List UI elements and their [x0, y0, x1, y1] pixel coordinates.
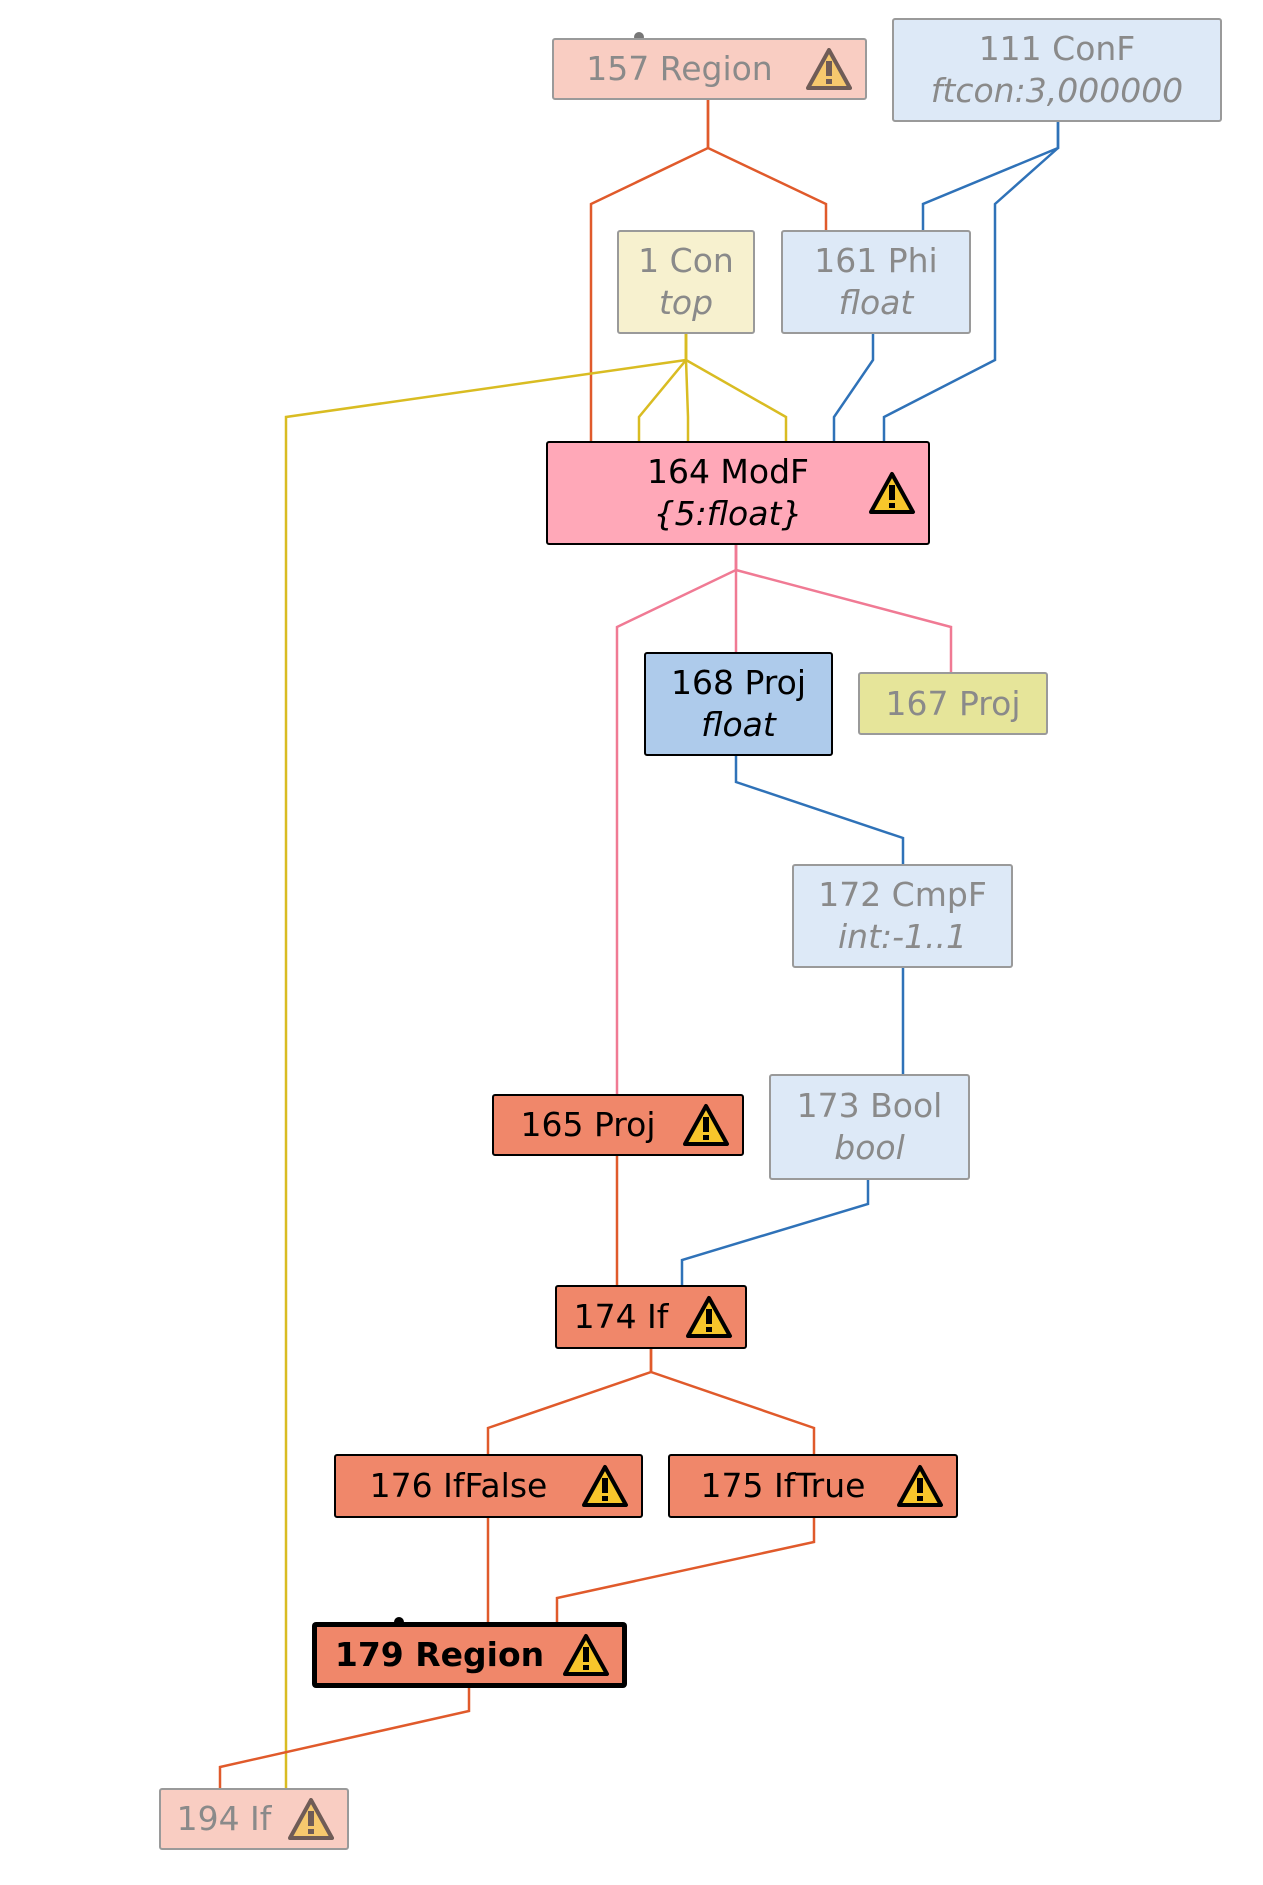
warning-icon: [897, 1465, 943, 1507]
edge-174-175: [649, 1349, 816, 1454]
node-176-label: 176 IfFalse: [369, 1466, 548, 1505]
node-179-anchor-dot: [394, 1617, 404, 1627]
warning-icon: [806, 48, 852, 90]
node-174-if[interactable]: 174 If: [555, 1285, 747, 1349]
node-111-label: 111 ConF: [978, 29, 1136, 68]
node-167-proj[interactable]: 167 Proj: [858, 672, 1048, 735]
node-179-label: 179 Region: [334, 1635, 545, 1674]
edge-161-164: [832, 334, 875, 441]
node-194-label: 194 If: [176, 1799, 272, 1838]
node-168-type: float: [701, 705, 776, 744]
warning-icon: [563, 1634, 609, 1676]
edge-157-161: [706, 100, 828, 230]
node-167-label: 167 Proj: [885, 683, 1021, 723]
edge-168-172: [734, 756, 905, 864]
node-1-label: 1 Con: [638, 241, 734, 280]
node-157-label: 157 Region: [586, 49, 773, 88]
warning-icon: [683, 1104, 729, 1146]
edge-175-179: [555, 1518, 816, 1623]
warning-icon: [582, 1465, 628, 1507]
edge-111-161: [921, 122, 1060, 230]
node-111-type: ftcon:3,000000: [930, 71, 1184, 110]
warning-icon: [869, 472, 915, 514]
node-157-region[interactable]: 157 Region: [552, 38, 867, 100]
node-172-type: int:-1..1: [837, 917, 968, 956]
node-175-label: 175 IfTrue: [700, 1466, 866, 1505]
edge-164-167: [734, 545, 953, 672]
node-165-proj[interactable]: 165 Proj: [492, 1094, 744, 1156]
node-175-iftrue[interactable]: 175 IfTrue: [668, 1454, 958, 1518]
edge-174-176: [486, 1349, 653, 1454]
node-164-modf[interactable]: 164 ModF{5:float}: [546, 441, 930, 545]
node-168-label: 168 Proj: [671, 663, 806, 702]
edge-111-164: [882, 122, 1060, 441]
node-173-type: bool: [834, 1128, 905, 1167]
node-164-type: {5:float}: [653, 494, 803, 533]
node-194-if[interactable]: 194 If: [159, 1788, 349, 1850]
node-1-type: top: [658, 283, 714, 322]
warning-icon: [686, 1296, 732, 1338]
edge-1-164-a: [637, 334, 688, 441]
node-157-anchor-dot: [634, 32, 644, 42]
edge-179-194: [218, 1687, 471, 1788]
node-164-label: 164 ModF: [646, 452, 810, 491]
node-174-label: 174 If: [573, 1297, 669, 1336]
edge-164-165: [615, 545, 738, 1094]
node-165-label: 165 Proj: [520, 1105, 656, 1144]
node-179-region[interactable]: 179 Region: [313, 1623, 626, 1687]
edge-1-194: [284, 334, 688, 1788]
node-161-label: 161 Phi: [814, 241, 938, 280]
node-161-type: float: [838, 283, 914, 322]
node-172-label: 172 CmpF: [818, 875, 987, 914]
edge-173-174: [680, 1180, 870, 1285]
node-173-label: 173 Bool: [796, 1086, 943, 1125]
node-176-iffalse[interactable]: 176 IfFalse: [334, 1454, 643, 1518]
warning-icon: [288, 1798, 334, 1840]
edge-1-164-c: [684, 334, 788, 441]
